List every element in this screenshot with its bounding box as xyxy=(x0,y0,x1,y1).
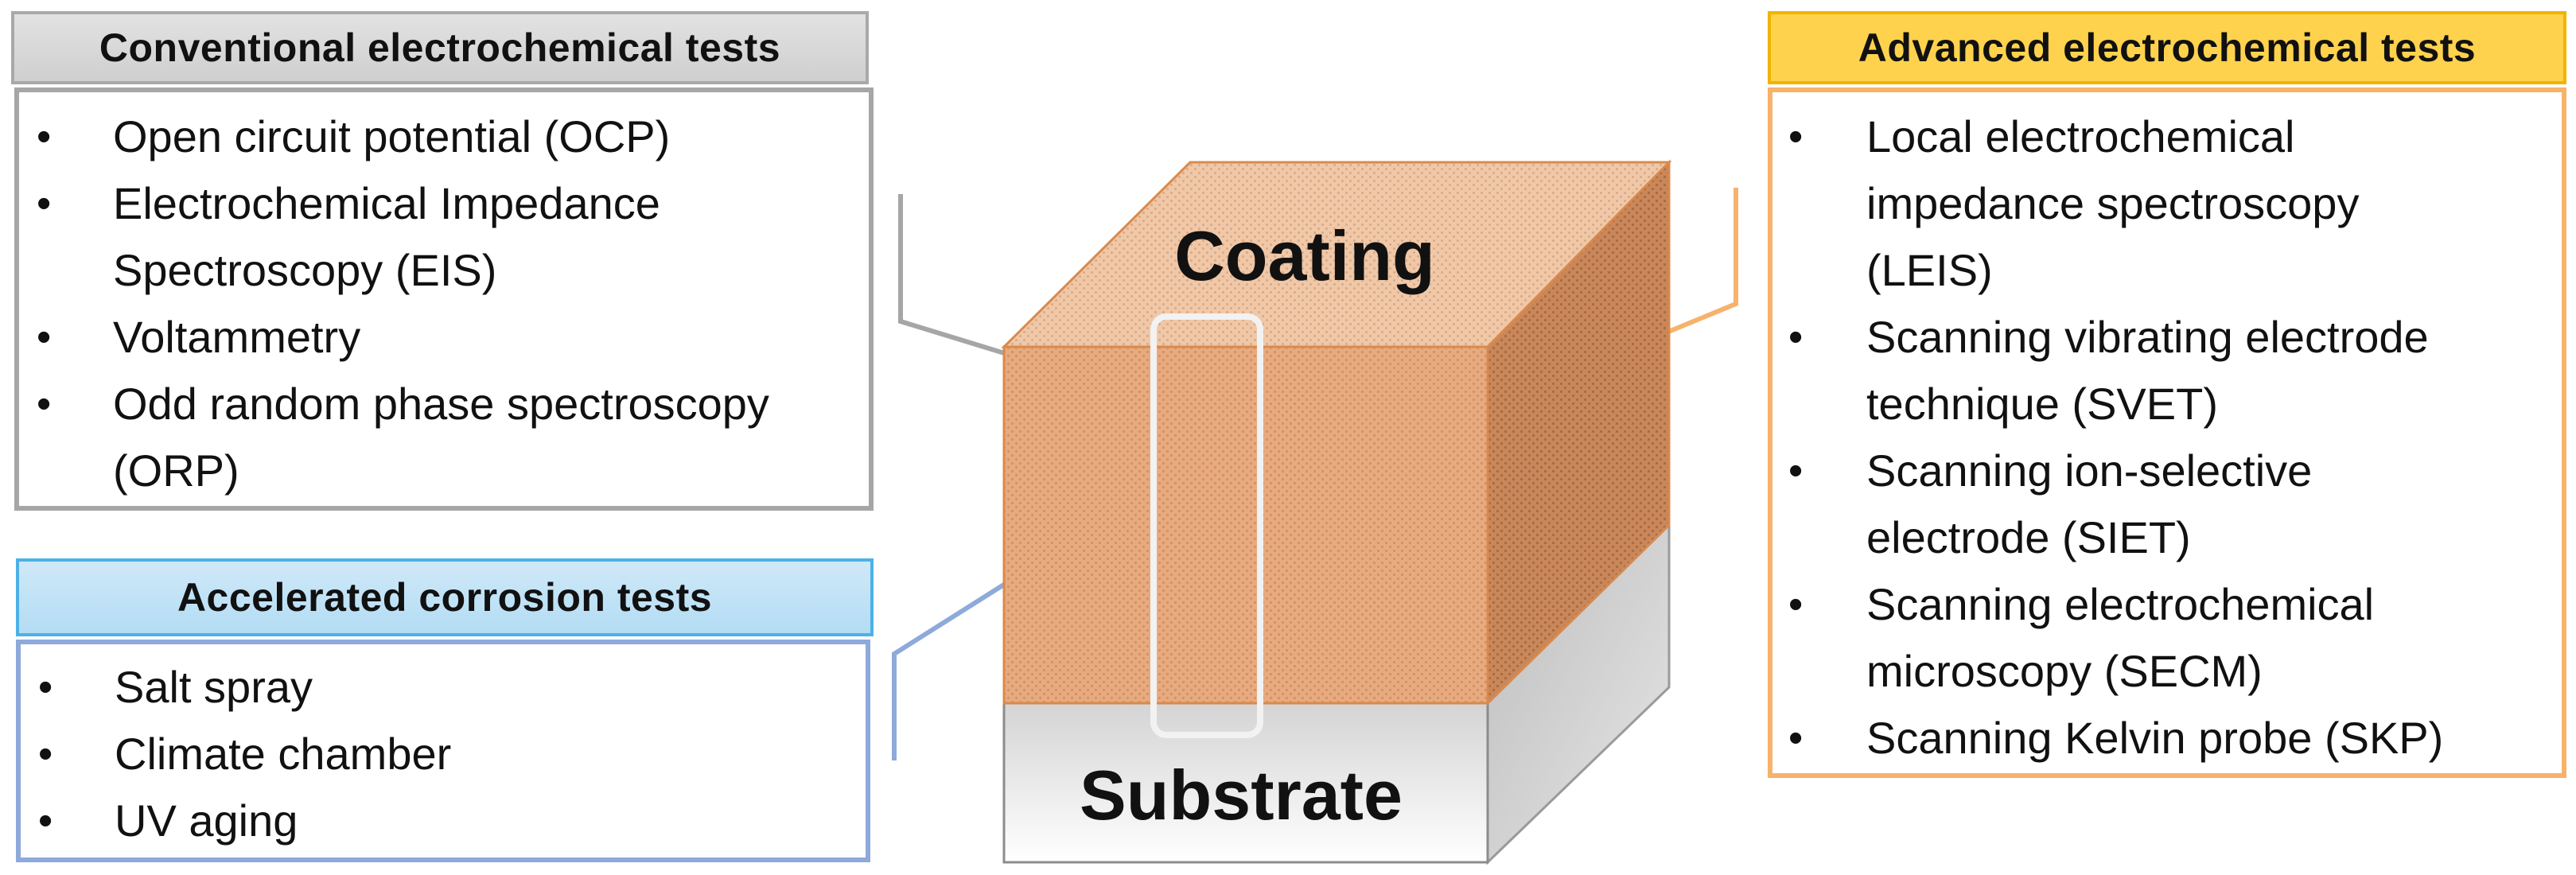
conventional-tests-title: Conventional electrochemical tests xyxy=(99,25,781,70)
list-item: Open circuit potential (OCP) xyxy=(19,103,869,170)
list-item: Scanning Kelvin probe (SKP) xyxy=(1772,705,2576,772)
coating-front-face xyxy=(1002,345,1489,705)
list-item: Local electrochemical impedance spectros… xyxy=(1772,103,2439,304)
list-item: UV aging xyxy=(21,788,866,854)
advanced-tests-list-box: Local electrochemical impedance spectros… xyxy=(1768,88,2566,778)
list-item: Scanning electrochemical microscopy (SEC… xyxy=(1772,571,2487,705)
cross-section-highlight xyxy=(1150,313,1263,738)
advanced-tests-header: Advanced electrochemical tests xyxy=(1768,11,2566,84)
advanced-tests-list: Local electrochemical impedance spectros… xyxy=(1772,103,2562,772)
list-item: Electrochemical Impedance Spectroscopy (… xyxy=(19,170,781,304)
accelerated-tests-list: Salt spray Climate chamber UV aging xyxy=(21,654,866,854)
accelerated-tests-list-box: Salt spray Climate chamber UV aging xyxy=(16,640,870,862)
list-item: Scanning ion-selective electrode (SIET) xyxy=(1772,438,2471,571)
accelerated-tests-header: Accelerated corrosion tests xyxy=(16,558,874,636)
substrate-front-face xyxy=(1002,702,1489,864)
coating-label: Coating xyxy=(1174,216,1435,295)
advanced-tests-title: Advanced electrochemical tests xyxy=(1858,25,2477,70)
substrate-label: Substrate xyxy=(1080,756,1403,834)
list-item: Voltammetry xyxy=(19,304,869,371)
list-item: Odd random phase spectroscopy (ORP) xyxy=(19,371,877,504)
conventional-tests-list-box: Open circuit potential (OCP) Electrochem… xyxy=(14,88,874,511)
list-item: Climate chamber xyxy=(21,721,866,788)
list-item: Scanning vibrating electrode technique (… xyxy=(1772,304,2566,438)
conventional-tests-list: Open circuit potential (OCP) Electrochem… xyxy=(19,103,869,504)
conventional-tests-header: Conventional electrochemical tests xyxy=(11,11,869,84)
accelerated-tests-title: Accelerated corrosion tests xyxy=(177,575,713,620)
list-item: Salt spray xyxy=(21,654,866,721)
